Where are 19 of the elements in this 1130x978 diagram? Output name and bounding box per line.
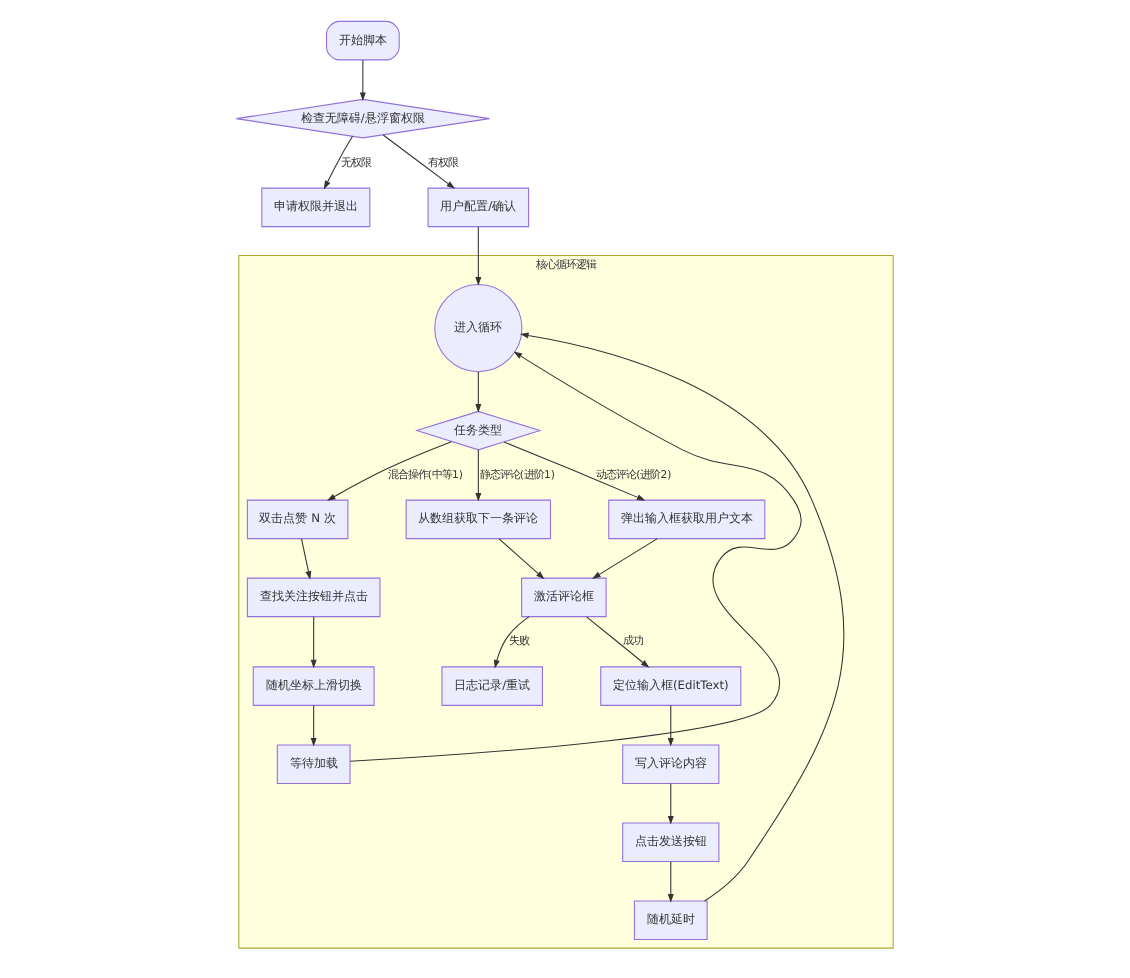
arrow [300, 538, 311, 580]
arrow [493, 616, 529, 669]
arrow [502, 441, 645, 501]
arrow [309, 616, 316, 669]
arrow [474, 449, 481, 502]
arrow [497, 538, 544, 580]
arrow [325, 441, 451, 501]
arrow [585, 616, 649, 668]
arrow [666, 783, 673, 825]
arrow [322, 135, 353, 190]
arrow [358, 59, 365, 101]
arrow [474, 371, 481, 413]
arrow [666, 861, 673, 903]
arrow [666, 705, 673, 747]
arrow [348, 351, 801, 762]
arrow [474, 226, 481, 286]
arrow [309, 705, 316, 747]
arrow [381, 134, 455, 189]
arrow [591, 538, 657, 579]
